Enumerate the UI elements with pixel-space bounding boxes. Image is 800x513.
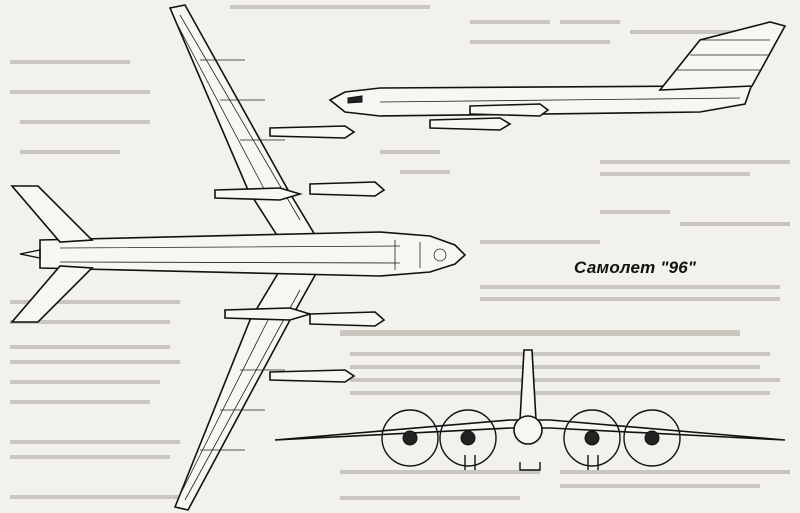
tail-upper: [10, 185, 94, 243]
fuselage-top: [39, 231, 467, 277]
front-fin: [519, 349, 537, 421]
aircraft-caption: Самолет "96": [574, 258, 697, 277]
tail-lower: [10, 265, 94, 323]
engine-pods: [214, 125, 386, 383]
vertical-fin: [658, 21, 787, 91]
front-propellers: [381, 409, 681, 467]
front-fuselage-circle: [513, 415, 543, 445]
